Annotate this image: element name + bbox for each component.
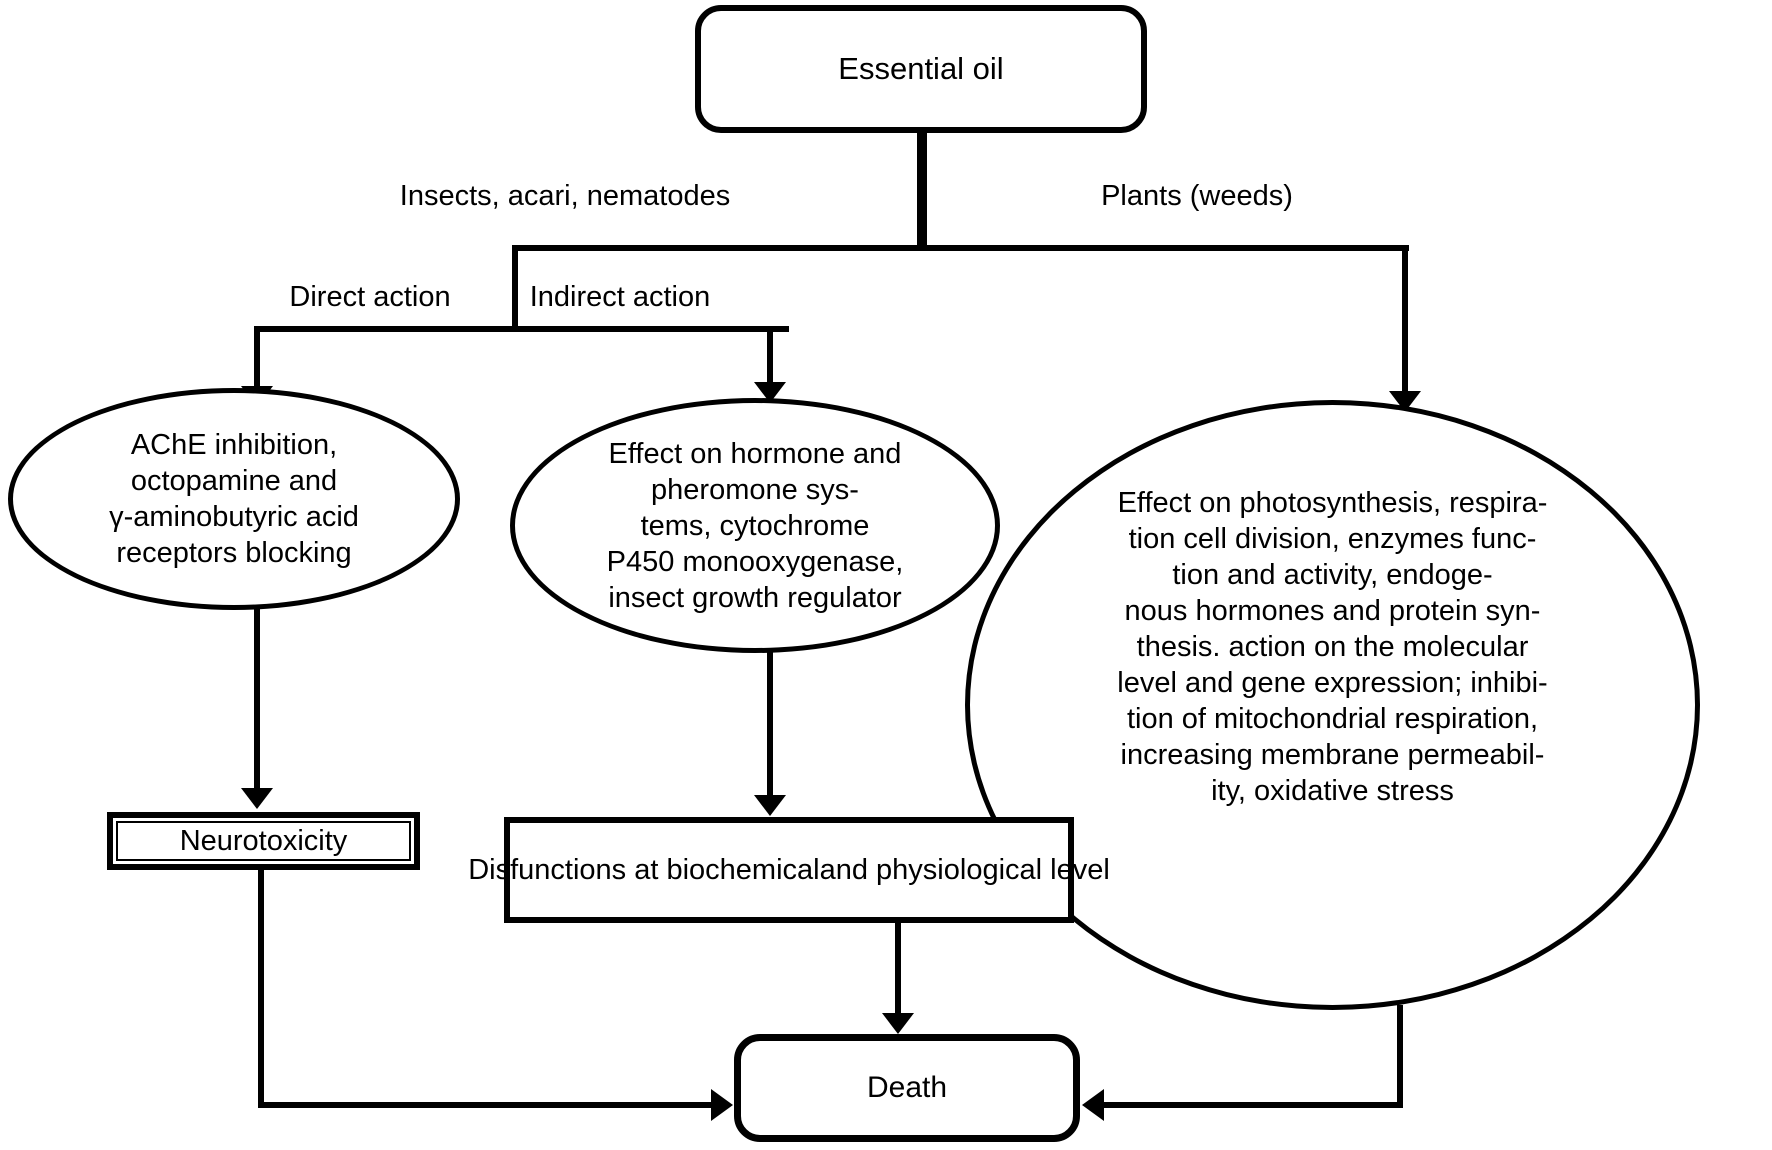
label-indirect-action: Indirect action [529,281,711,313]
connector-plants-arrow [1402,245,1408,395]
connector-insects-drop [512,245,518,330]
label-direct-action: Direct action [289,281,451,313]
label-insects-acari-nematodes: Insects, acari, nematodes [399,180,731,212]
arrowhead-disf-down-icon [754,795,786,816]
connector-neuro-death-horizontal [258,1102,713,1108]
arrowhead-death-down-icon [882,1013,914,1034]
plants-effect-line-9: ity, oxidative stress [1211,775,1454,807]
connector-direct-arrow [254,326,260,390]
node-hormone-effect: Effect on hormone and pheromone sys- tem… [510,398,1000,653]
plants-effect-line-3: tion and activity, endoge- [1172,559,1493,591]
arrowhead-neuro-down-icon [241,788,273,809]
node-disfunctions: Disfunctions at biochemical and physiolo… [468,817,1110,923]
disfunctions-line-1: Disfunctions at biochemical [468,853,820,886]
plants-effect-line-8: increasing membrane permeabil- [1120,739,1545,771]
node-neurotoxicity: Neurotoxicity [107,812,420,870]
node-essential-oil: Essential oil [695,5,1147,133]
hormone-line-4: P450 monooxygenase, [606,545,904,578]
plants-effect-line-6: level and gene expression; inhibi- [1117,667,1548,699]
hormone-line-2: pheromone sys- [651,473,859,506]
ache-line-4: receptors blocking [116,537,352,569]
connector-root-stem [917,131,927,250]
arrowhead-death-right-icon [711,1089,733,1121]
plants-effect-line-2: tion cell division, enzymes func- [1128,523,1537,555]
node-neurotoxicity-label: Neurotoxicity [179,824,348,857]
plants-effect-line-4: nous hormones and protein syn- [1124,595,1541,627]
connector-plants-death-horizontal [1104,1102,1403,1108]
plants-effect-line-1: Effect on photosynthesis, respira- [1117,487,1548,519]
connector-ache-neuro [254,608,260,790]
hormone-line-1: Effect on hormone and [608,437,902,470]
connector-hormone-disf [767,651,773,798]
arrowhead-death-left-icon [1082,1089,1104,1121]
hormone-line-3: tems, cytochrome [640,509,870,542]
connector-main-branch [512,245,1409,251]
node-plants-effect: Effect on photosynthesis, respira- tion … [965,400,1700,1010]
node-death-label: Death [866,1071,948,1104]
plants-effect-line-5: thesis. action on the molecular [1136,631,1529,663]
connector-indirect-arrow [767,326,773,386]
disfunctions-line-2: and physiological level [819,853,1110,886]
ache-line-2: octopamine and [130,465,338,497]
label-plants-weeds: Plants (weeds) [1101,180,1293,212]
connector-plants-death-vertical [1397,1005,1403,1108]
node-essential-oil-label: Essential oil [838,51,1004,86]
node-ache-inhibition: AChE inhibition, octopamine and γ-aminob… [8,388,460,610]
plants-effect-line-7: tion of mitochondrial respiration, [1126,703,1539,735]
arrowhead-indirect-down-icon [754,382,786,403]
ache-line-3: γ-aminobutyric acid [109,501,359,533]
ache-line-1: AChE inhibition, [130,429,338,461]
connector-action-branch [254,326,789,332]
hormone-line-5: insect growth regulator [608,581,902,614]
connector-neuro-death-vertical [258,870,264,1108]
connector-disf-death [895,923,901,1018]
node-death: Death [734,1034,1080,1142]
